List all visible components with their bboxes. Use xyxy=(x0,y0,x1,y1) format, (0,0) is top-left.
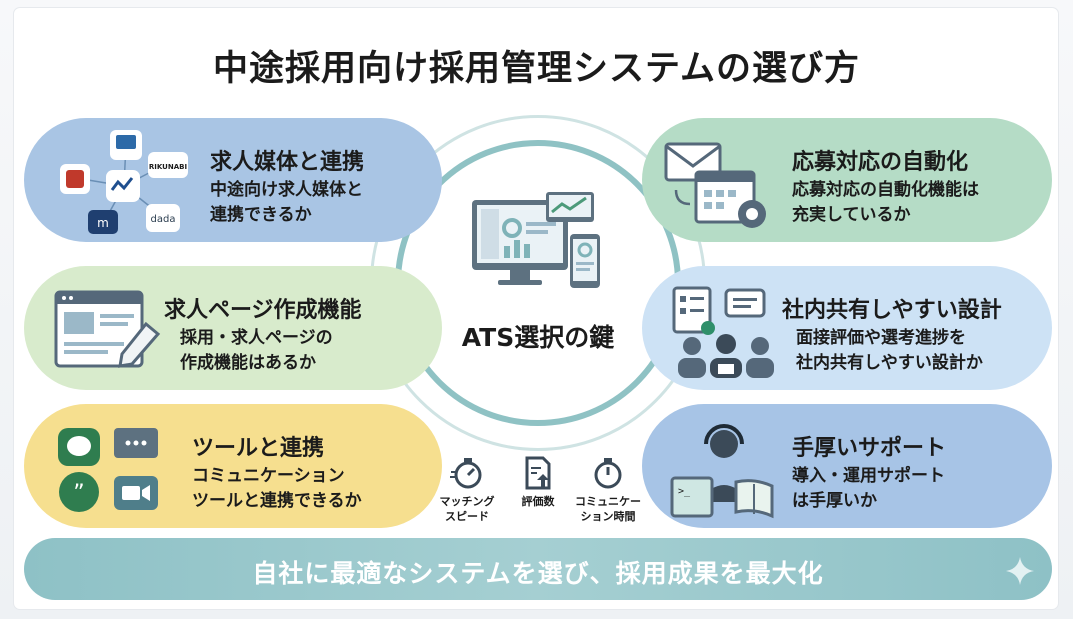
sparkle-icon xyxy=(1006,557,1034,585)
support-operator-icon: >_ xyxy=(670,424,774,519)
center-label: ATS選択の鍵 xyxy=(461,323,615,352)
card-internal-sharing: 社内共有しやすい設計 面接評価や選考進捗を 社内共有しやすい設計か xyxy=(642,266,1052,390)
rikunabi-logo-text: RIKUNABI xyxy=(149,163,187,171)
card-support-desc: 導入・運用サポート は手厚いか xyxy=(792,466,945,511)
card-page-desc: 採用・求人ページの 作成機能はあるか xyxy=(180,328,333,373)
card-media-desc: 中途向け求人媒体と 連携できるか xyxy=(210,180,363,225)
card-support: >_ 手厚いサポート 導入・運用サポート は手厚いか xyxy=(642,404,1052,528)
card-auto-title: 応募対応の自動化 xyxy=(792,150,969,175)
team-checklist-icon xyxy=(672,286,774,378)
card-share-title: 社内共有しやすい設計 xyxy=(782,298,1002,323)
card-media-integration: RIKUNABI dada m 求人媒体と連携 中途向け求人媒体と 連携できるか xyxy=(24,118,442,242)
card-share-desc: 面接評価や選考進捗を 社内共有しやすい設計か xyxy=(796,328,983,373)
card-application-automation: 応募対応の自動化 応募対応の自動化機能は 充実しているか xyxy=(642,118,1052,242)
conclusion-banner: 自社に最適なシステムを選び、採用成果を最大化 xyxy=(24,538,1052,600)
card-support-title: 手厚いサポート xyxy=(792,436,947,461)
metric-communication-time: コミュニケー ション時間 xyxy=(568,456,648,524)
dada-logo-text: dada xyxy=(151,214,176,225)
banner-text: 自社に最適なシステムを選び、採用成果を最大化 xyxy=(252,559,824,588)
communication-tools-icon: ” xyxy=(58,428,158,512)
mail-calendar-gear-icon xyxy=(664,142,766,228)
dashboard-icon xyxy=(472,192,600,288)
web-page-edit-icon xyxy=(54,290,161,368)
card-tool-title: ツールと連携 xyxy=(192,436,325,461)
card-tool-integration: ” ツールと連携 コミュニケーション ツールと連携できるか xyxy=(24,404,442,528)
svg-text:m: m xyxy=(97,216,109,230)
document-upload-icon xyxy=(525,456,551,490)
timer-icon xyxy=(594,458,622,489)
card-tool-desc: コミュニケーション ツールと連携できるか xyxy=(192,466,362,511)
card-auto-desc: 応募対応の自動化機能は 充実しているか xyxy=(792,180,979,225)
metric-evaluation-count: 評価数 xyxy=(498,456,578,509)
svg-text:”: ” xyxy=(73,481,84,506)
svg-text:>_: >_ xyxy=(678,486,691,497)
job-media-network-icon: RIKUNABI dada m xyxy=(60,130,188,234)
metric-matching-speed: マッチング スピード xyxy=(427,456,507,524)
page-title: 中途採用向け採用管理システムの選び方 xyxy=(213,49,860,89)
card-page-title: 求人ページ作成機能 xyxy=(164,298,362,323)
card-job-page: 求人ページ作成機能 採用・求人ページの 作成機能はあるか xyxy=(24,266,442,390)
stopwatch-icon xyxy=(450,458,482,489)
card-media-title: 求人媒体と連携 xyxy=(210,150,365,175)
